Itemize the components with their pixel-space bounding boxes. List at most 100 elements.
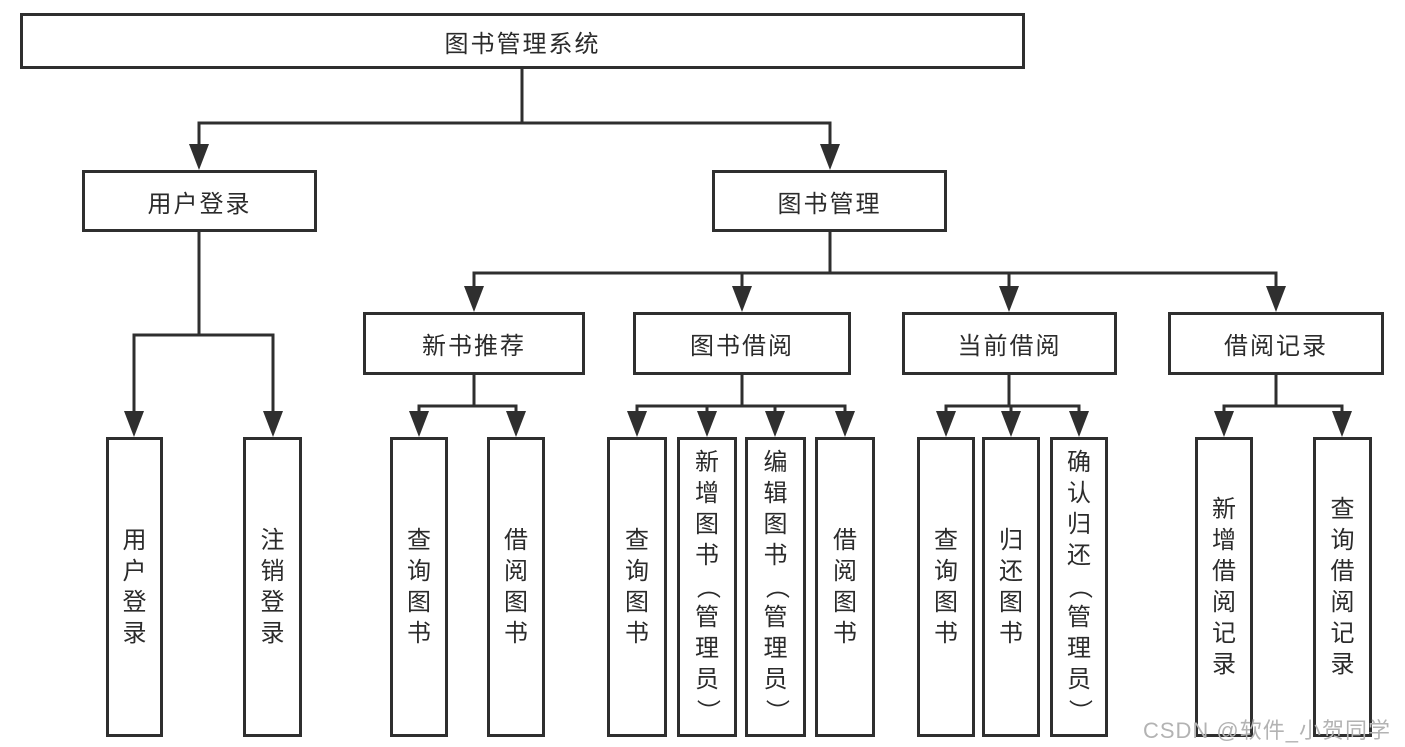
arrowhead-down-icon bbox=[820, 144, 840, 170]
vertical-glyph: 还 bbox=[1067, 542, 1091, 569]
vertical-glyph: 图 bbox=[934, 588, 958, 616]
node-label: 借阅图书 bbox=[832, 526, 858, 647]
vertical-glyph: 借 bbox=[1330, 557, 1355, 585]
node-label: 新增图书（管理员） bbox=[694, 449, 721, 724]
vertical-glyph: 查 bbox=[625, 526, 649, 554]
vertical-glyph: 图 bbox=[999, 588, 1023, 616]
node-book-borrow: 图书借阅 bbox=[633, 312, 851, 375]
arrowhead-down-icon bbox=[506, 411, 526, 437]
arrowhead-down-icon bbox=[732, 286, 752, 312]
watermark: CSDN @软件_小贺同学 bbox=[1142, 718, 1391, 743]
vertical-glyph: 员 bbox=[695, 666, 719, 693]
vertical-glyph: 阅 bbox=[1212, 588, 1236, 616]
vertical-glyph: 图 bbox=[504, 588, 528, 616]
arrowhead-down-icon bbox=[263, 411, 283, 437]
vertical-glyph: 归 bbox=[999, 526, 1023, 554]
vertical-glyph: 书 bbox=[407, 619, 431, 647]
vertical-glyph: 管 bbox=[763, 604, 788, 631]
arrowhead-down-icon bbox=[765, 411, 785, 437]
arrowhead-down-icon bbox=[409, 411, 429, 437]
vertical-glyph: 理 bbox=[763, 635, 788, 662]
arrowhead-down-icon bbox=[697, 411, 717, 437]
arrowhead-down-icon bbox=[835, 411, 855, 437]
node-label: 用户登录 bbox=[122, 526, 148, 647]
node-label: 借阅图书 bbox=[503, 526, 529, 647]
node-label: 查询借阅记录 bbox=[1330, 495, 1356, 678]
vertical-glyph: （ bbox=[1066, 575, 1093, 599]
vertical-glyph: 销 bbox=[260, 557, 285, 585]
vertical-glyph: 增 bbox=[695, 480, 719, 507]
vertical-glyph: 借 bbox=[833, 526, 857, 554]
vertical-glyph: 归 bbox=[1067, 511, 1091, 538]
arrowhead-down-icon bbox=[1001, 411, 1021, 437]
vertical-glyph: 书 bbox=[504, 619, 528, 647]
vertical-glyph: 阅 bbox=[833, 557, 857, 585]
node-label: 查询图书 bbox=[624, 526, 650, 647]
vertical-glyph: 录 bbox=[1330, 650, 1355, 678]
vertical-glyph: 书 bbox=[695, 542, 719, 569]
vertical-glyph: 图 bbox=[695, 511, 719, 538]
node-add-borrow-record: 新增借阅记录 bbox=[1195, 437, 1253, 737]
vertical-glyph: 增 bbox=[1212, 526, 1236, 554]
vertical-glyph: 借 bbox=[504, 526, 528, 554]
node-current-borrow: 当前借阅 bbox=[902, 312, 1117, 375]
vertical-glyph: （ bbox=[694, 575, 721, 599]
vertical-glyph: 图 bbox=[407, 588, 431, 616]
vertical-glyph: 录 bbox=[1212, 650, 1236, 678]
arrowhead-down-icon bbox=[464, 286, 484, 312]
vertical-glyph: 注 bbox=[260, 526, 285, 554]
vertical-glyph: 员 bbox=[763, 666, 788, 693]
node-label: 确认归还（管理员） bbox=[1066, 451, 1093, 724]
vertical-glyph: 辑 bbox=[763, 480, 788, 507]
arrowhead-down-icon bbox=[999, 286, 1019, 312]
vertical-glyph: 书 bbox=[934, 619, 958, 647]
node-add-book-admin: 新增图书（管理员） bbox=[677, 437, 737, 737]
node-label: 归还图书 bbox=[998, 526, 1024, 646]
vertical-glyph: 书 bbox=[833, 619, 857, 647]
node-confirm-return-admin: 确认归还（管理员） bbox=[1050, 437, 1108, 737]
vertical-glyph: 图 bbox=[763, 511, 788, 538]
node-new-book-recommend: 新书推荐 bbox=[363, 312, 585, 375]
vertical-glyph: 管 bbox=[695, 604, 719, 631]
vertical-glyph: 管 bbox=[1067, 604, 1091, 631]
arrowhead-down-icon bbox=[124, 411, 144, 437]
vertical-glyph: 用 bbox=[122, 526, 147, 554]
vertical-glyph: 登 bbox=[122, 588, 147, 616]
vertical-glyph: 图 bbox=[625, 588, 649, 616]
vertical-glyph: 新 bbox=[695, 449, 719, 476]
node-query-books-borrow: 查询图书 bbox=[607, 437, 667, 737]
vertical-glyph: 询 bbox=[1330, 526, 1355, 554]
vertical-glyph: 查 bbox=[407, 526, 431, 554]
arrowhead-down-icon bbox=[189, 144, 209, 170]
vertical-glyph: 查 bbox=[1330, 495, 1355, 523]
node-query-books-current: 查询图书 bbox=[917, 437, 975, 737]
arrowhead-down-icon bbox=[1214, 411, 1234, 437]
node-book-management: 图书管理 bbox=[712, 170, 947, 232]
vertical-glyph: 询 bbox=[625, 557, 649, 585]
vertical-glyph: 认 bbox=[1067, 480, 1091, 507]
node-label: 查询图书 bbox=[406, 526, 432, 647]
vertical-glyph: 员 bbox=[1067, 666, 1091, 693]
vertical-glyph: 书 bbox=[625, 619, 649, 647]
vertical-glyph: 记 bbox=[1330, 619, 1355, 647]
node-label: 新增借阅记录 bbox=[1211, 497, 1237, 678]
vertical-glyph: 记 bbox=[1212, 619, 1236, 647]
node-return-book: 归还图书 bbox=[982, 437, 1040, 737]
arrowhead-down-icon bbox=[1332, 411, 1352, 437]
vertical-glyph: 阅 bbox=[504, 557, 528, 585]
vertical-glyph: （ bbox=[762, 575, 790, 599]
node-borrow-books-leaf: 借阅图书 bbox=[815, 437, 875, 737]
node-user-login-leaf: 用户登录 bbox=[106, 437, 163, 737]
arrowhead-down-icon bbox=[1069, 411, 1089, 437]
vertical-glyph: 图 bbox=[833, 588, 857, 616]
node-borrow-books-recommend: 借阅图书 bbox=[487, 437, 545, 737]
arrowhead-down-icon bbox=[627, 411, 647, 437]
vertical-glyph: 录 bbox=[122, 619, 147, 647]
vertical-glyph: 阅 bbox=[1330, 588, 1355, 616]
vertical-glyph: 查 bbox=[934, 526, 958, 554]
vertical-glyph: 借 bbox=[1212, 557, 1236, 585]
node-library-system: 图书管理系统 bbox=[20, 13, 1025, 69]
arrowhead-down-icon bbox=[1266, 286, 1286, 312]
